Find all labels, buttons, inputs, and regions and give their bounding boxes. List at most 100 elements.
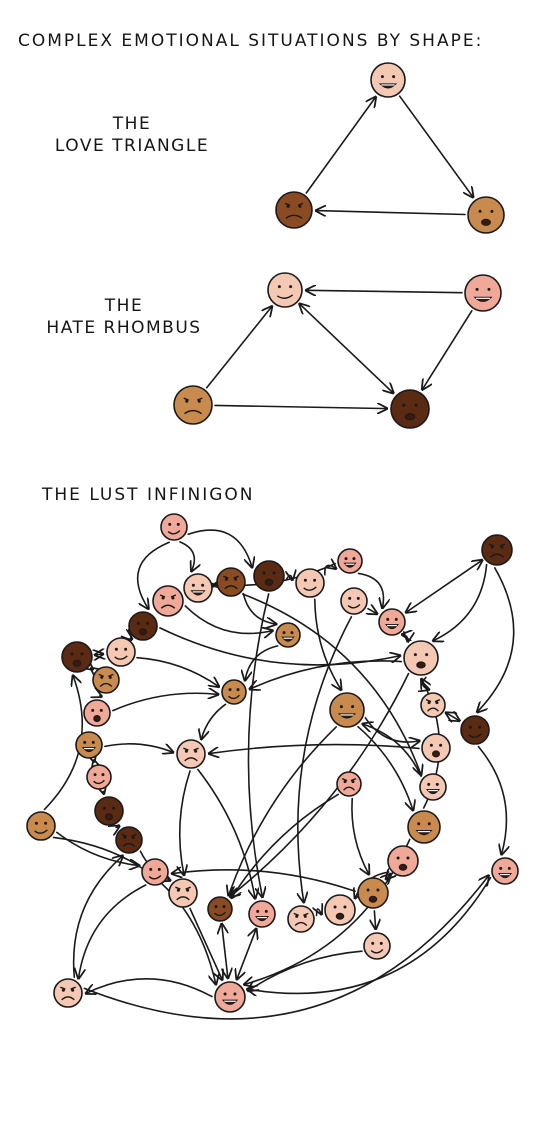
- arrow-n11-n10: [406, 560, 482, 612]
- face-n9: [340, 587, 368, 615]
- face-n6: [337, 548, 363, 574]
- arrow-n9-n39: [298, 616, 353, 902]
- arrow-hr2-hr1: [306, 290, 463, 292]
- hate-rhombus-label-line2: HATE RHOMBUS: [46, 318, 202, 338]
- arrow-n38-n42: [237, 929, 256, 979]
- face-n12: [61, 641, 93, 673]
- face-n38: [248, 900, 276, 928]
- arrow-n24-n23: [209, 743, 420, 754]
- arrow-n39-n40: [317, 909, 322, 915]
- arrow-n28-n31: [116, 824, 119, 828]
- arrow-n16-n37: [230, 672, 410, 897]
- arrow-n3-n26: [242, 593, 421, 775]
- face-n42: [214, 981, 246, 1013]
- arrow-n33-n43: [79, 884, 147, 978]
- arrow-n36-n41: [374, 910, 375, 929]
- arrow-n27-n37: [232, 793, 339, 898]
- face-hr3: [173, 385, 213, 425]
- face-n25: [86, 764, 112, 790]
- face-hr4: [390, 389, 430, 429]
- arrow-lt3-lt2: [316, 211, 466, 215]
- comic-title: COMPLEX EMOTIONAL SITUATIONS BY SHAPE:: [18, 31, 484, 51]
- arrow-n17-n23: [201, 703, 227, 739]
- faces-layer: [26, 62, 519, 1013]
- face-n16: [403, 640, 439, 676]
- arrow-n5-n6: [324, 565, 336, 576]
- arrow-n23-n35: [180, 770, 191, 875]
- face-n2: [183, 573, 213, 603]
- face-n41: [363, 932, 391, 960]
- arrow-n11-n21: [477, 567, 515, 712]
- face-n10: [378, 608, 406, 636]
- arrow-n1-n8: [136, 541, 170, 609]
- face-n35: [168, 878, 198, 908]
- arrow-n25-n28: [103, 791, 104, 793]
- face-n40: [324, 894, 356, 926]
- arrow-lt2-lt1: [305, 97, 375, 194]
- face-n17: [221, 679, 247, 705]
- face-n26: [419, 773, 447, 801]
- face-n33: [141, 858, 169, 886]
- face-n31: [115, 826, 143, 854]
- face-n30: [407, 810, 441, 844]
- face-n5: [295, 568, 325, 598]
- arrow-n1-n2: [179, 541, 194, 571]
- face-n36: [357, 877, 389, 909]
- arrow-n18-n37: [229, 726, 337, 896]
- arrow-hr2-hr4: [422, 310, 473, 390]
- face-n21: [460, 715, 490, 745]
- face-lt1: [370, 62, 406, 98]
- face-n8: [128, 611, 158, 641]
- face-hr2: [464, 274, 502, 312]
- face-lt3: [467, 196, 505, 234]
- face-hr1: [267, 272, 303, 308]
- arrow-n37-n42: [222, 924, 228, 978]
- love-triangle-label: THE LOVE TRIANGLE: [42, 113, 222, 157]
- arrow-n42-n43: [86, 978, 213, 998]
- arrow-hr3-hr1: [205, 306, 272, 389]
- arrow-n43-n31: [72, 856, 123, 978]
- arrow-n32-n36: [386, 874, 391, 879]
- face-n23: [176, 739, 206, 769]
- arrow-n12-n13: [95, 654, 103, 655]
- arrow-n16-n17: [250, 660, 403, 689]
- arrow-n13-n17: [136, 656, 219, 687]
- hate-rhombus-label: THE HATE RHOMBUS: [44, 295, 204, 339]
- face-n15: [92, 666, 120, 694]
- face-n22: [75, 731, 103, 759]
- arrow-n1-n4: [187, 529, 252, 567]
- arrow-n18-n30: [357, 725, 413, 811]
- face-n4: [253, 560, 285, 592]
- face-n20: [83, 699, 111, 727]
- arrow-n13-n8: [130, 638, 132, 639]
- arrows-layer: [43, 95, 515, 1020]
- face-n19: [420, 692, 446, 718]
- arrow-n5-n18: [314, 598, 341, 690]
- arrow-n43-n34: [83, 876, 488, 1020]
- face-n18: [329, 692, 365, 728]
- arrow-hr3-hr4: [214, 405, 387, 408]
- arrow-n26-n18: [363, 724, 422, 778]
- arrow-n15-n20: [100, 695, 102, 696]
- face-n13: [106, 637, 136, 667]
- face-n28: [94, 796, 124, 826]
- face-n29: [26, 811, 56, 841]
- arrow-n11-n16: [433, 563, 488, 641]
- arrow-lt1-lt3: [398, 95, 473, 197]
- face-n43: [53, 978, 83, 1008]
- arrow-n12-n15: [91, 668, 93, 669]
- love-triangle-label-line2: LOVE TRIANGLE: [54, 136, 210, 156]
- arrow-hr1-hr4: [300, 304, 394, 393]
- arrow-n20-n17: [112, 693, 218, 712]
- arrow-n4-n38: [247, 593, 270, 897]
- face-n34: [491, 857, 519, 885]
- face-n37: [207, 896, 233, 922]
- face-n3: [216, 567, 246, 597]
- arrow-n7-n14: [184, 605, 272, 634]
- arrow-n23-n38: [197, 768, 255, 899]
- face-n24: [421, 733, 451, 763]
- arrow-n29-n33: [56, 831, 139, 865]
- face-n27: [336, 771, 362, 797]
- arrow-n34-n42: [247, 876, 492, 994]
